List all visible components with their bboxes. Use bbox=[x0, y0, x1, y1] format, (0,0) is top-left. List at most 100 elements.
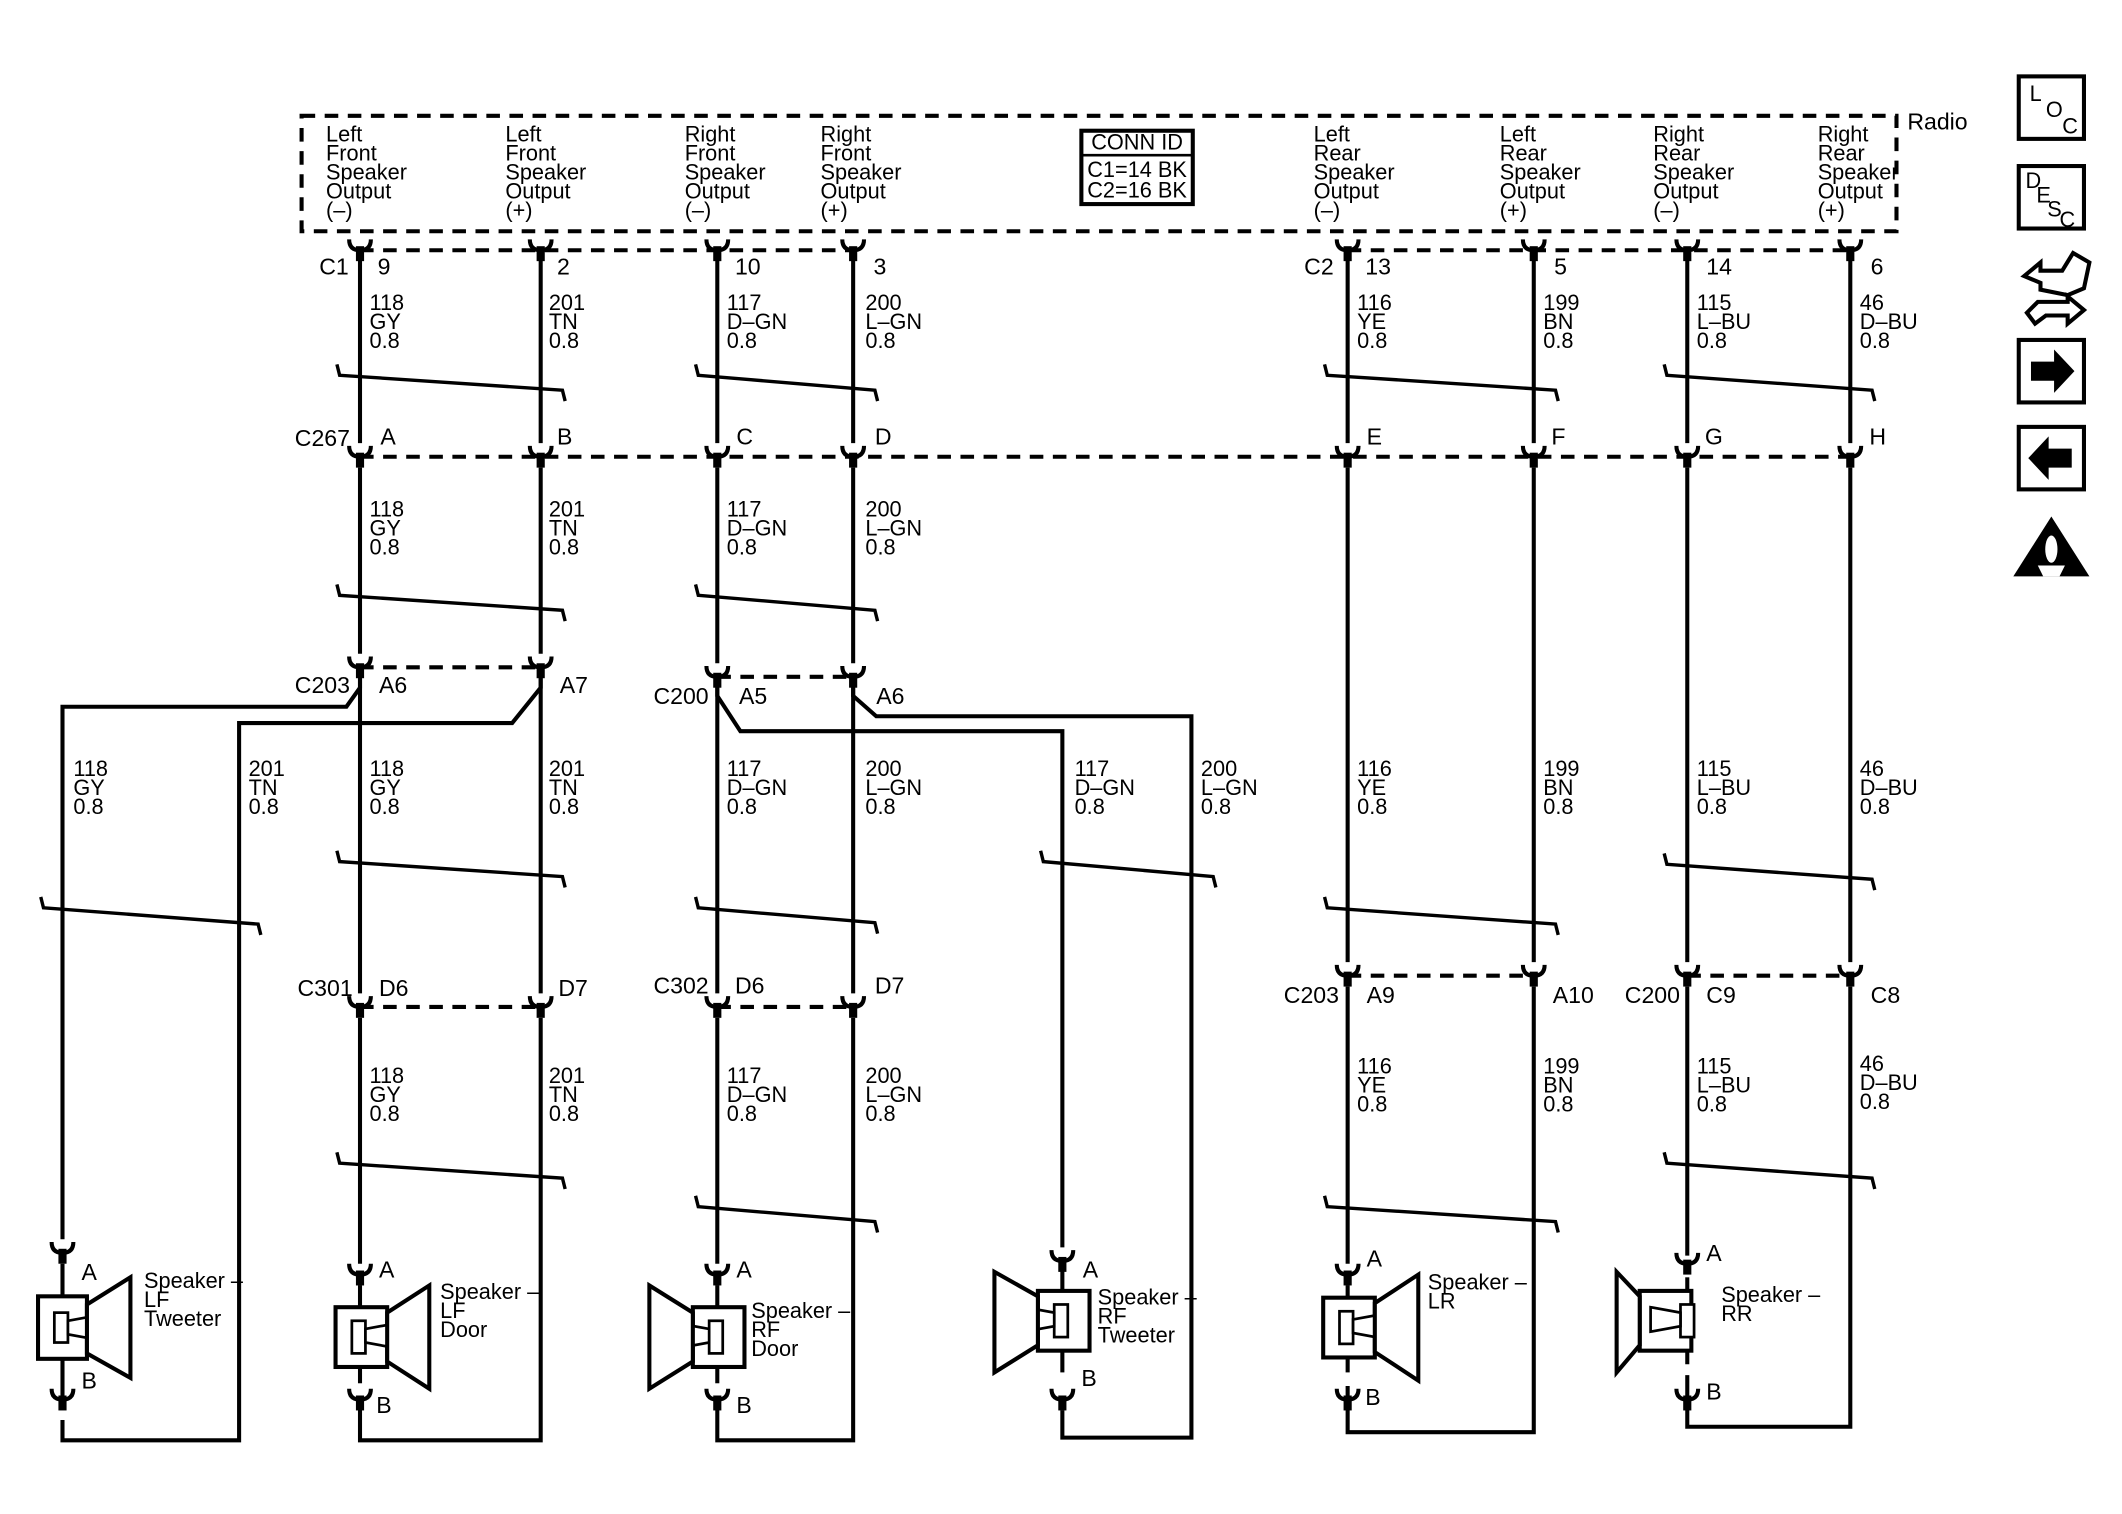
output-label-lf-pos: Left Front Speaker Output (+) bbox=[505, 122, 586, 223]
svg-text:D: D bbox=[875, 424, 892, 450]
radio-module: Radio Left Front Speaker Output (–) Left… bbox=[299, 108, 1968, 234]
svg-text:0.8: 0.8 bbox=[1075, 794, 1105, 819]
svg-text:200: 200 bbox=[865, 290, 901, 315]
svg-text:117: 117 bbox=[727, 497, 762, 522]
svg-text:117: 117 bbox=[1075, 756, 1110, 781]
svg-text:YE: YE bbox=[1357, 775, 1386, 800]
svg-text:S: S bbox=[2047, 196, 2062, 221]
svg-text:Right: Right bbox=[1818, 122, 1869, 147]
svg-text:199: 199 bbox=[1543, 290, 1579, 315]
schematic-icon[interactable] bbox=[2020, 250, 2092, 328]
svg-text:B: B bbox=[557, 424, 572, 450]
speaker-rr: A B Speaker – RR bbox=[1614, 1240, 1821, 1405]
svg-text:0.8: 0.8 bbox=[549, 1101, 579, 1126]
svg-text:Speaker: Speaker bbox=[326, 160, 407, 185]
svg-text:A: A bbox=[736, 1256, 752, 1282]
next-arrow-icon[interactable] bbox=[2016, 337, 2086, 405]
terminal-symbols bbox=[49, 239, 1864, 1411]
svg-text:G: G bbox=[1705, 424, 1723, 450]
svg-text:D–BU: D–BU bbox=[1860, 1070, 1918, 1095]
output-label-rr-neg: Right Rear Speaker Output (–) bbox=[1653, 122, 1734, 223]
svg-text:(+): (+) bbox=[1500, 198, 1527, 223]
speaker-lr: A B Speaker – LR bbox=[1321, 1245, 1528, 1410]
svg-text:Output: Output bbox=[1653, 179, 1718, 204]
svg-text:0.8: 0.8 bbox=[1543, 794, 1573, 819]
svg-text:Front: Front bbox=[685, 141, 736, 166]
speaker-rf-tweeter: A B Speaker – RF Tweeter bbox=[992, 1256, 1198, 1391]
svg-text:Left: Left bbox=[1500, 122, 1536, 147]
svg-text:0.8: 0.8 bbox=[1860, 1089, 1890, 1114]
svg-text:117: 117 bbox=[727, 756, 762, 781]
terminal-pin bbox=[1058, 1395, 1067, 1411]
svg-text:0.8: 0.8 bbox=[727, 1101, 757, 1126]
svg-text:A10: A10 bbox=[1553, 982, 1594, 1008]
svg-text:TN: TN bbox=[549, 516, 578, 541]
svg-text:0.8: 0.8 bbox=[1697, 794, 1727, 819]
svg-text:199: 199 bbox=[1543, 1054, 1579, 1079]
svg-text:C: C bbox=[736, 424, 753, 450]
output-label-lr-pos: Left Rear Speaker Output (+) bbox=[1500, 122, 1581, 223]
svg-text:D–GN: D–GN bbox=[727, 775, 787, 800]
svg-text:Speaker: Speaker bbox=[821, 160, 902, 185]
output-label-rf-neg: Right Front Speaker Output (–) bbox=[685, 122, 766, 223]
svg-text:0.8: 0.8 bbox=[1357, 1092, 1387, 1117]
svg-text:0.8: 0.8 bbox=[370, 794, 400, 819]
svg-text:115: 115 bbox=[1697, 756, 1732, 781]
svg-text:0.8: 0.8 bbox=[549, 794, 579, 819]
desc-icon[interactable]: D E S C bbox=[2016, 164, 2086, 232]
speaker-rf-door: A B Speaker – RF Door bbox=[647, 1256, 851, 1418]
svg-text:Left: Left bbox=[1314, 122, 1350, 147]
svg-text:0.8: 0.8 bbox=[727, 535, 757, 560]
svg-text:115: 115 bbox=[1697, 290, 1732, 315]
svg-text:115: 115 bbox=[1697, 1054, 1732, 1079]
connector-c301: C301 bbox=[298, 975, 353, 1001]
connector-c200-top: C200 bbox=[653, 683, 708, 709]
svg-text:LF: LF bbox=[440, 1298, 465, 1323]
warning-icon[interactable] bbox=[2013, 516, 2090, 577]
terminal-pin bbox=[713, 1395, 722, 1411]
svg-text:0.8: 0.8 bbox=[727, 794, 757, 819]
svg-text:A: A bbox=[1706, 1240, 1722, 1266]
terminal-pin bbox=[536, 663, 545, 679]
svg-text:BN: BN bbox=[1543, 309, 1573, 334]
svg-text:0.8: 0.8 bbox=[1357, 328, 1387, 353]
radio-label: Radio bbox=[1907, 108, 1967, 134]
svg-text:200: 200 bbox=[865, 497, 901, 522]
back-arrow-icon[interactable] bbox=[2016, 424, 2086, 492]
terminal-pin bbox=[355, 1002, 365, 1018]
svg-text:3: 3 bbox=[874, 254, 887, 280]
svg-text:C: C bbox=[2060, 207, 2076, 232]
terminal-pin bbox=[536, 452, 545, 468]
terminal-pin bbox=[536, 246, 545, 262]
connector-bodies bbox=[360, 248, 1851, 1010]
svg-text:0.8: 0.8 bbox=[1697, 1092, 1727, 1117]
svg-text:D–GN: D–GN bbox=[727, 516, 787, 541]
svg-text:201: 201 bbox=[549, 290, 585, 315]
svg-text:C2=16 BK: C2=16 BK bbox=[1087, 177, 1187, 202]
svg-text:Right: Right bbox=[1653, 122, 1704, 147]
svg-text:E: E bbox=[2036, 183, 2051, 208]
output-label-lr-neg: Left Rear Speaker Output (–) bbox=[1314, 122, 1395, 223]
terminal-pin bbox=[1343, 1395, 1352, 1411]
svg-text:201: 201 bbox=[249, 756, 285, 781]
svg-text:D–BU: D–BU bbox=[1860, 775, 1918, 800]
loc-icon[interactable]: L O C bbox=[2016, 74, 2086, 141]
svg-text:Speaker: Speaker bbox=[1314, 160, 1395, 185]
svg-text:GY: GY bbox=[370, 775, 402, 800]
terminal-pin bbox=[536, 1002, 545, 1018]
svg-text:Speaker –: Speaker – bbox=[1721, 1282, 1821, 1307]
svg-text:D6: D6 bbox=[379, 975, 409, 1001]
terminal-pin bbox=[1343, 1270, 1352, 1286]
svg-text:Speaker: Speaker bbox=[1653, 160, 1734, 185]
